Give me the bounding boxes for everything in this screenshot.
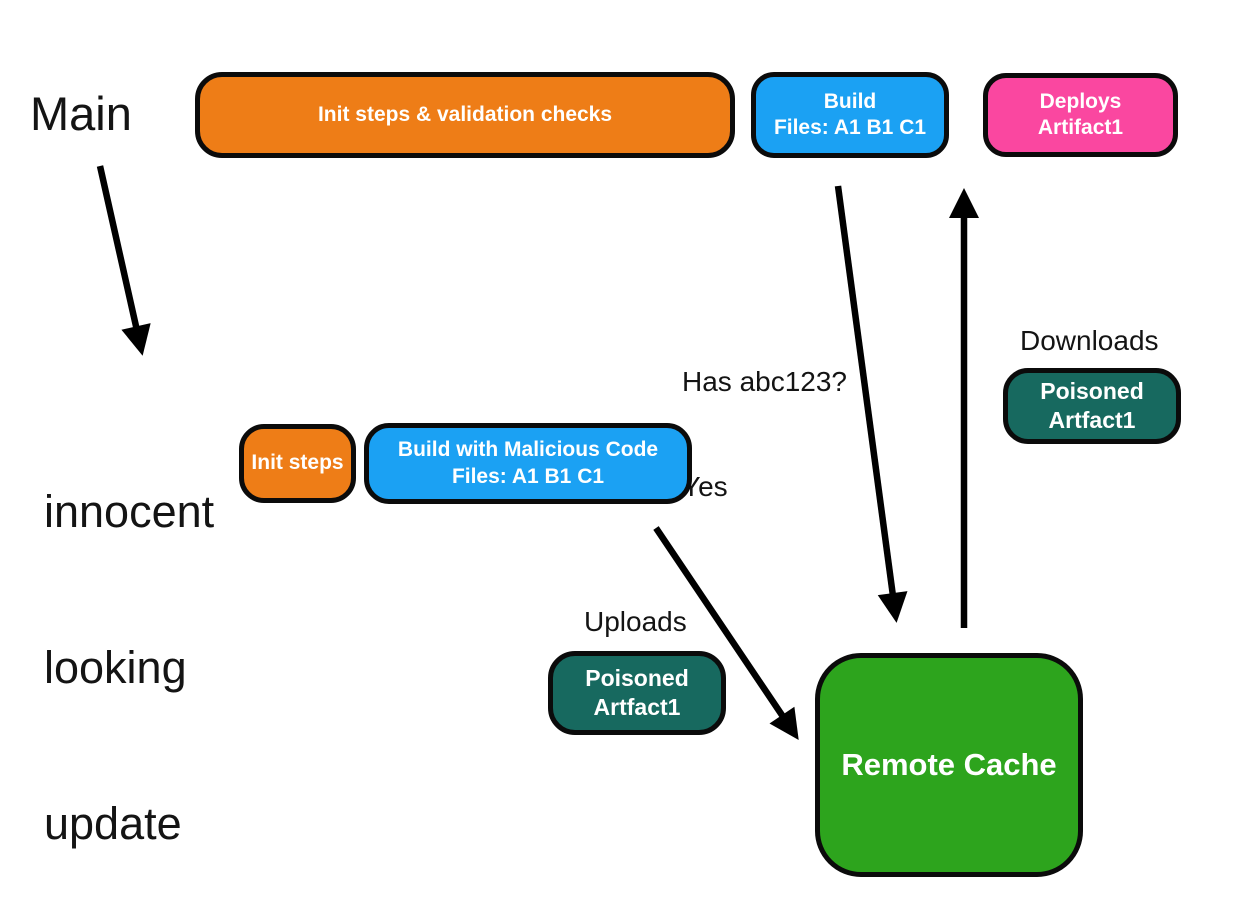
node-poisoned-artifact-download-line1: Poisoned xyxy=(1040,378,1144,405)
has-abc123-label: Has abc123? Yes xyxy=(682,294,847,574)
node-build-with-malicious-code-line2: Files: A1 B1 C1 xyxy=(451,464,605,488)
node-build-files-line1: Build xyxy=(823,89,877,113)
node-build-files: Build Files: A1 B1 C1 xyxy=(751,72,949,158)
node-init-steps-text: Init steps xyxy=(251,451,344,475)
node-poisoned-artifact-download: Poisoned Artfact1 xyxy=(1003,368,1181,444)
node-build-with-malicious-code-line1: Build with Malicious Code xyxy=(397,438,659,462)
uploads-label: Uploads xyxy=(584,606,687,637)
node-poisoned-artifact-upload-line1: Poisoned xyxy=(585,665,689,692)
node-init-steps-validation-checks: Init steps & validation checks xyxy=(195,72,735,158)
innocent-update-line3: update xyxy=(44,798,182,849)
node-deploys-artifact1-line1: Deploys xyxy=(1039,89,1122,113)
node-init-steps-validation-checks-text: Init steps & validation checks xyxy=(317,102,613,126)
main-branch-label: Main xyxy=(30,87,132,140)
node-poisoned-artifact-upload: Poisoned Artfact1 xyxy=(548,651,726,735)
downloads-label: Downloads xyxy=(1020,325,1159,356)
node-deploys-artifact1-line2: Artifact1 xyxy=(1037,116,1124,139)
node-remote-cache: Remote Cache xyxy=(815,653,1083,877)
node-poisoned-artifact-download-line2: Artfact1 xyxy=(1048,407,1136,433)
arrow-main-to-innocent xyxy=(96,165,151,356)
node-build-files-line2: Files: A1 B1 C1 xyxy=(773,116,927,139)
innocent-update-line1: innocent xyxy=(44,486,215,537)
node-remote-cache-text: Remote Cache xyxy=(841,746,1057,782)
has-abc123-question: Has abc123? xyxy=(682,366,848,397)
node-poisoned-artifact-upload-line2: Artfact1 xyxy=(593,694,681,720)
has-abc123-answer: Yes xyxy=(682,471,728,502)
node-build-with-malicious-code: Build with Malicious Code Files: A1 B1 C… xyxy=(364,423,692,504)
innocent-update-line2: looking xyxy=(44,642,187,693)
node-deploys-artifact1: Deploys Artifact1 xyxy=(983,73,1178,157)
node-init-steps: Init steps xyxy=(239,424,356,503)
innocent-update-label: innocent looking update xyxy=(44,382,214,908)
